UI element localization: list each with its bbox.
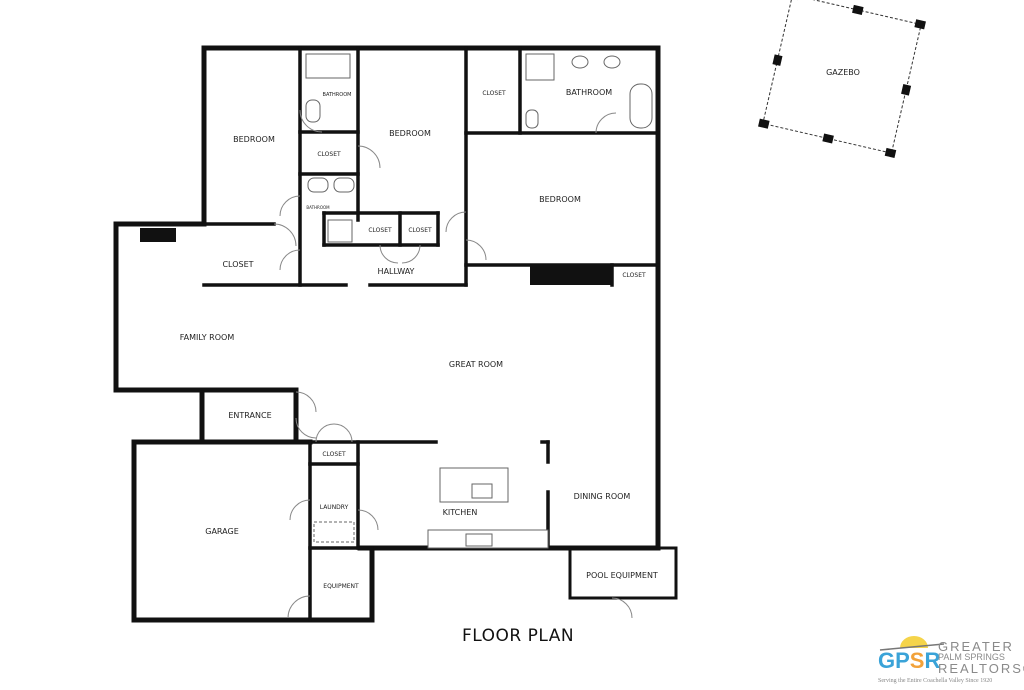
sink-icon	[465, 533, 493, 547]
label-entrance: ENTRANCE	[228, 411, 271, 420]
label-laundry: LAUNDRY	[320, 504, 349, 511]
interior-walls	[202, 46, 660, 622]
label-closet-bath: CLOSET	[317, 151, 341, 158]
label-bedroom-1: BEDROOM	[233, 135, 275, 144]
doors	[273, 109, 633, 619]
label-garage: GARAGE	[205, 527, 239, 536]
label-pool-equipment: POOL EQUIPMENT	[586, 571, 658, 580]
label-dining-room: DINING ROOM	[574, 492, 631, 501]
fixtures	[305, 53, 653, 549]
logo-tagline: Serving the Entire Coachella Valley Sinc…	[878, 678, 993, 684]
cooktop-icon	[471, 483, 493, 499]
gazebo	[758, 0, 926, 158]
label-bathroom-2: BATHROOM	[306, 205, 330, 210]
label-closet-hall-2: CLOSET	[408, 227, 432, 234]
label-kitchen: KITCHEN	[443, 508, 478, 517]
label-family-room: FAMILY ROOM	[180, 333, 235, 342]
label-bedroom-2: BEDROOM	[389, 129, 431, 138]
sun-icon	[879, 636, 945, 651]
gpsr-logo: GPSR GREATER PALM SPRINGS REALTORS® Serv…	[874, 634, 1024, 690]
label-gazebo: GAZEBO	[826, 68, 860, 77]
floor-plan-title: FLOOR PLAN	[462, 626, 575, 646]
label-closet-entry: CLOSET	[322, 451, 346, 458]
label-great-room: GREAT ROOM	[449, 360, 503, 369]
logo-words: GREATER PALM SPRINGS REALTORS®	[938, 639, 1024, 676]
fireplace-family-room	[140, 228, 176, 242]
exterior-walls	[113, 45, 678, 623]
label-closet-bedroom3: CLOSET	[622, 272, 646, 279]
label-equipment: EQUIPMENT	[323, 583, 359, 590]
logo-mark: GPSR	[878, 648, 941, 673]
label-closet-1: CLOSET	[482, 90, 506, 97]
label-bedroom-3: BEDROOM	[539, 195, 581, 204]
label-bathroom-master: BATHROOM	[566, 88, 612, 97]
label-closet-family: CLOSET	[222, 260, 253, 269]
room-labels: BEDROOM BATHROOM BEDROOM CLOSET CLOSET B…	[180, 68, 860, 590]
label-hallway: HALLWAY	[378, 267, 415, 276]
label-closet-hall-1: CLOSET	[368, 227, 392, 234]
label-bathroom-1: BATHROOM	[323, 92, 352, 98]
windows	[113, 45, 661, 601]
fireplace-bedroom	[530, 265, 612, 285]
